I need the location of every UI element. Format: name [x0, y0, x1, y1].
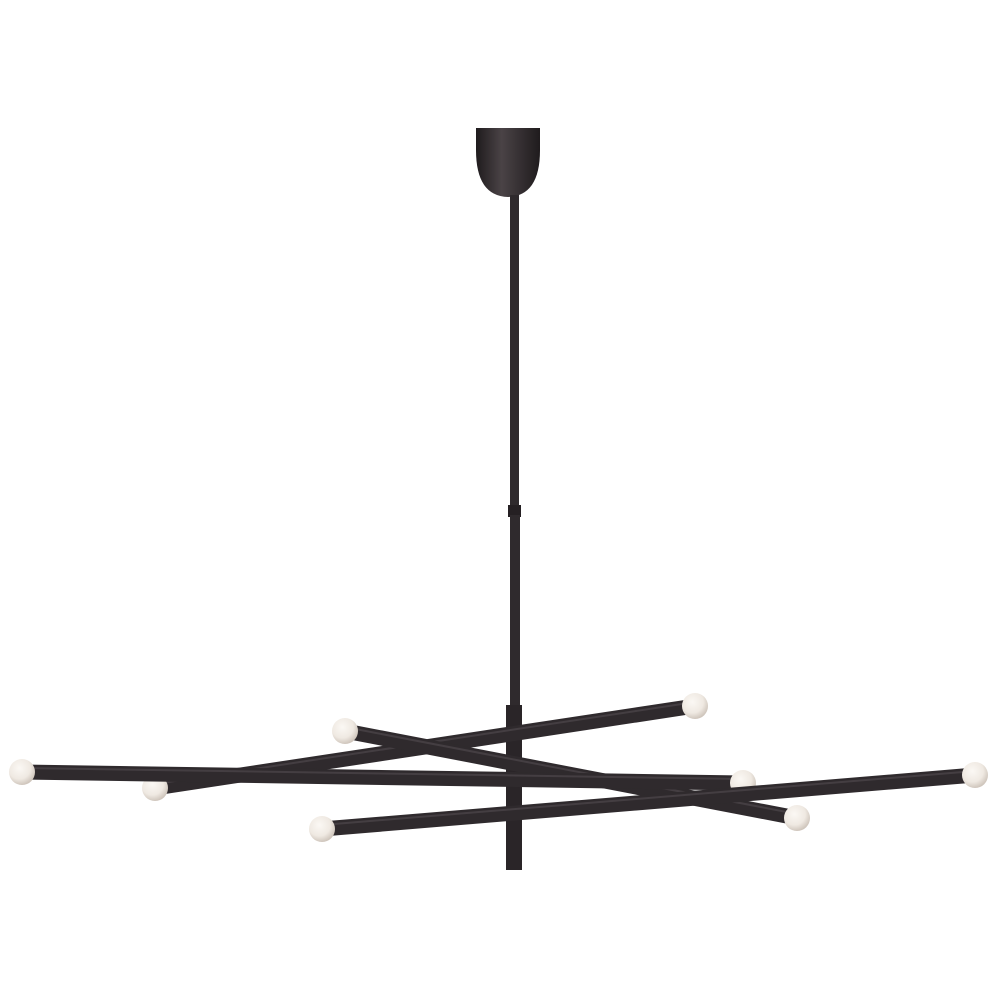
stem — [506, 195, 522, 870]
arm-3 — [9, 759, 756, 796]
arm-rod — [321, 767, 976, 837]
bulb — [309, 816, 335, 842]
canopy — [476, 128, 540, 197]
arm-highlight — [21, 767, 744, 780]
bulb — [9, 759, 35, 785]
bulb — [784, 805, 810, 831]
bulb — [682, 693, 708, 719]
arm-4 — [309, 762, 988, 842]
arm-rod — [21, 764, 744, 791]
arm-highlight — [321, 770, 976, 826]
bulb — [332, 718, 358, 744]
bulb — [962, 762, 988, 788]
